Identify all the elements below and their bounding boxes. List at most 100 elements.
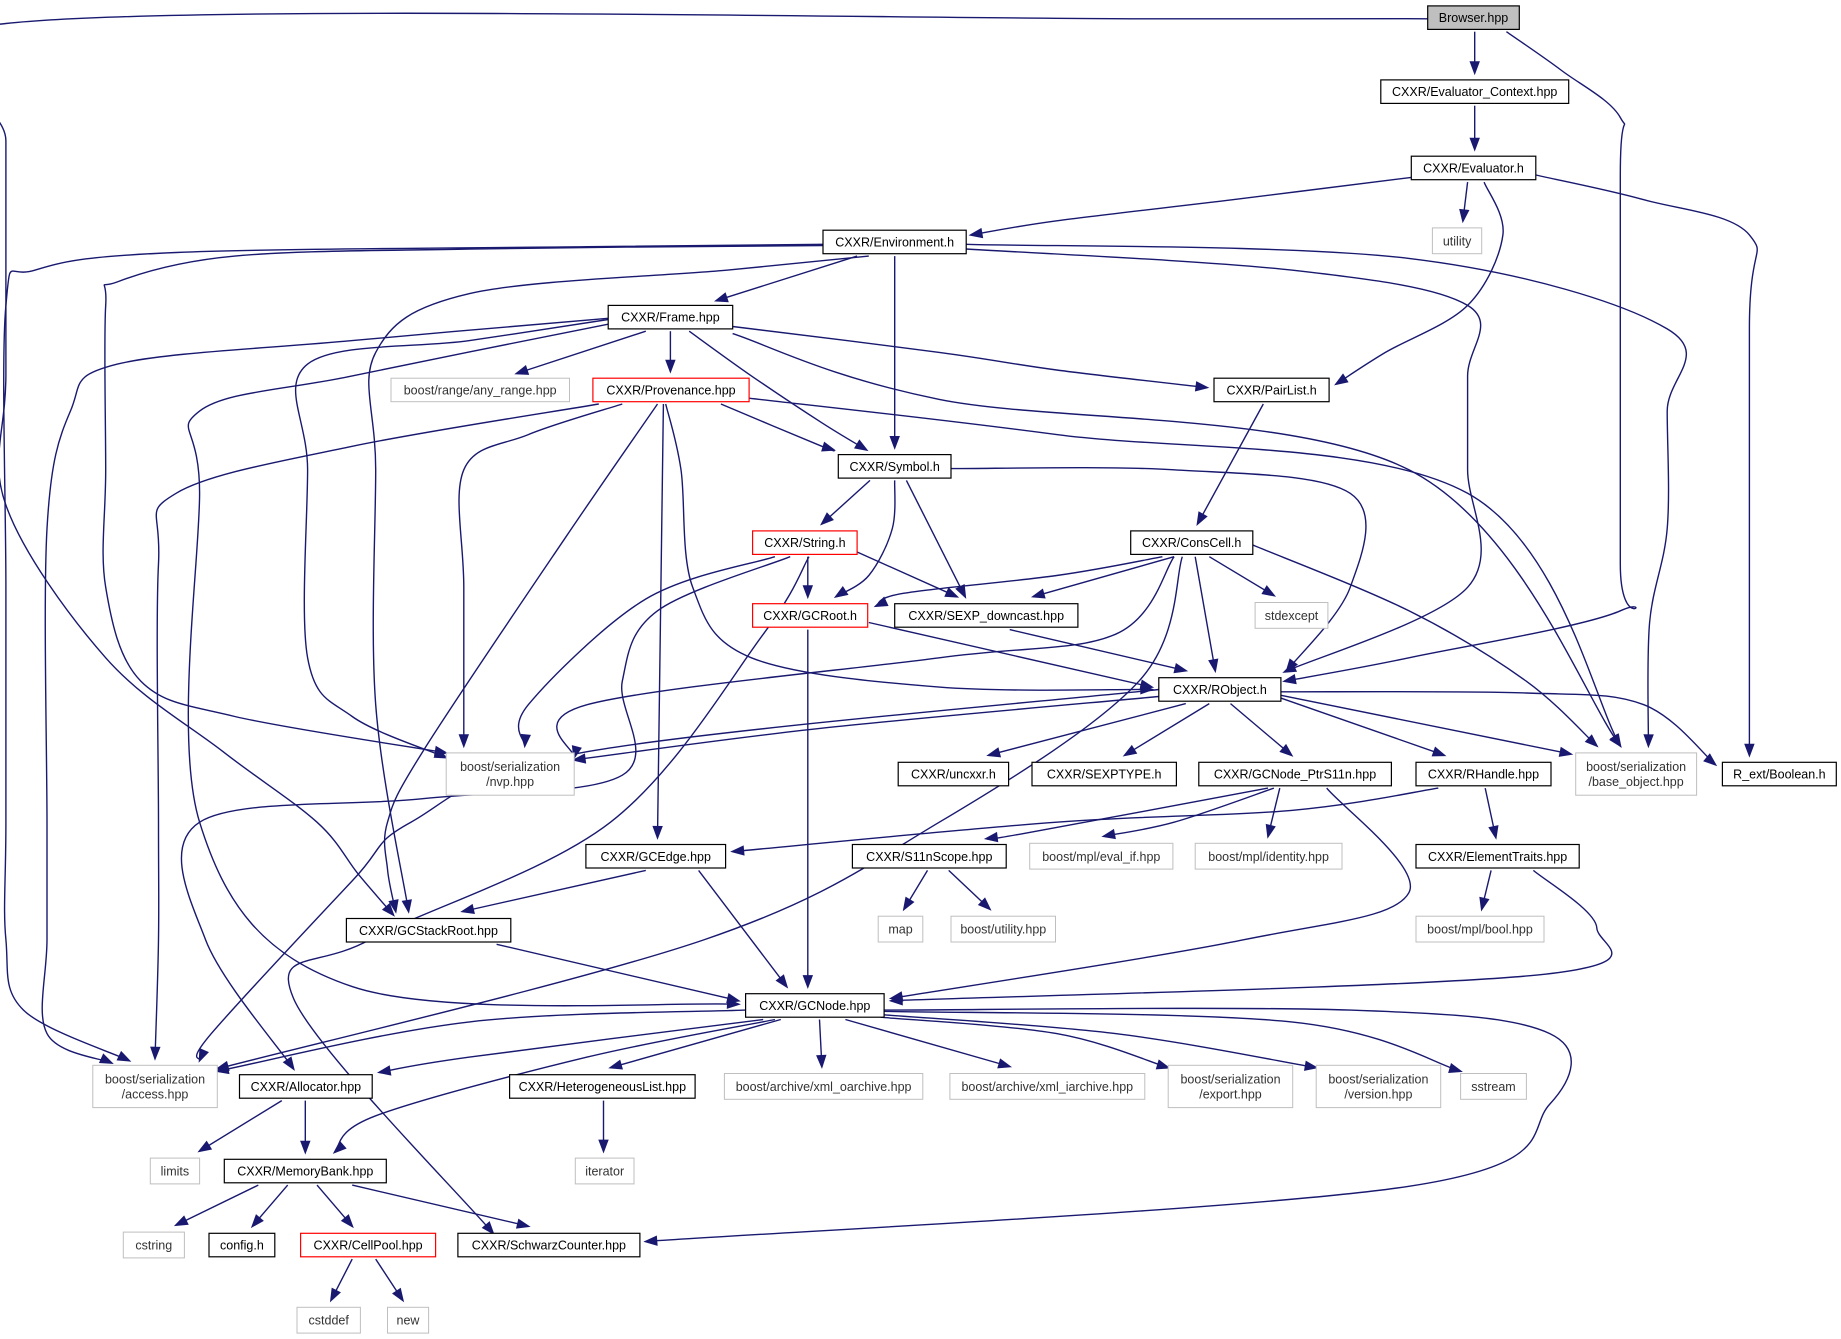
- node-pairlist[interactable]: CXXR/PairList.h: [1213, 377, 1330, 403]
- node-ptrs11n[interactable]: CXXR/GCNode_PtrS11n.hpp: [1198, 761, 1393, 787]
- node-label: CXXR/ConsCell.h: [1142, 536, 1241, 550]
- edge-line: [749, 397, 1621, 747]
- node-utility[interactable]: utility: [1431, 227, 1483, 255]
- node-s11nscope[interactable]: CXXR/S11nScope.hpp: [851, 843, 1007, 869]
- node-configh[interactable]: config.h: [208, 1232, 276, 1258]
- arrowhead: [802, 975, 814, 990]
- node-label: CXXR/SchwarzCounter.hpp: [472, 1239, 626, 1253]
- arrowhead: [433, 748, 449, 759]
- node-sexpdowncast[interactable]: CXXR/SEXP_downcast.hpp: [894, 603, 1079, 628]
- node-evalif[interactable]: boost/mpl/eval_if.hpp: [1029, 842, 1174, 870]
- node-cellpool[interactable]: CXXR/CellPool.hpp: [300, 1232, 437, 1258]
- arrowhead: [98, 1053, 114, 1064]
- arrowhead: [388, 899, 399, 914]
- node-label: CXXR/Frame.hpp: [621, 311, 720, 325]
- edge-conscell-to-baseobject: [1252, 544, 1599, 748]
- node-xmloarchive[interactable]: boost/archive/xml_oarchive.hpp: [723, 1073, 924, 1100]
- node-gcnode[interactable]: CXXR/GCNode.hpp: [744, 993, 885, 1018]
- node-memorybank[interactable]: CXXR/MemoryBank.hpp: [223, 1158, 387, 1184]
- arrowhead: [1194, 381, 1210, 392]
- node-baseobject[interactable]: boost/serialization/base_object.hpp: [1575, 752, 1698, 796]
- arrowhead: [833, 586, 849, 598]
- node-provenance[interactable]: CXXR/Provenance.hpp: [592, 377, 750, 403]
- node-mplbool[interactable]: boost/mpl/bool.hpp: [1415, 915, 1545, 943]
- node-cstring[interactable]: cstring: [122, 1231, 185, 1259]
- edge-line: [574, 695, 1159, 761]
- arrowhead: [1609, 733, 1622, 748]
- node-evaluator[interactable]: CXXR/Evaluator.h: [1410, 155, 1537, 181]
- node-label-line: boost/serialization: [105, 1073, 205, 1087]
- node-label: CXXR/SEXP_downcast.hpp: [908, 609, 1064, 623]
- node-gcstackroot[interactable]: CXXR/GCStackRoot.hpp: [345, 917, 512, 943]
- node-string[interactable]: CXXR/String.h: [751, 530, 858, 556]
- node-stdexcept[interactable]: stdexcept: [1254, 602, 1329, 629]
- arrowhead: [1139, 679, 1155, 690]
- node-anyrange[interactable]: boost/range/any_range.hpp: [390, 377, 570, 403]
- node-sstream[interactable]: sstream: [1460, 1073, 1527, 1100]
- node-version[interactable]: boost/serialization/version.hpp: [1315, 1064, 1442, 1109]
- edge-line: [154, 403, 599, 1059]
- node-hetlist[interactable]: CXXR/HeterogeneousList.hpp: [509, 1074, 696, 1099]
- arrowhead: [571, 753, 587, 764]
- arrowhead: [340, 1214, 354, 1229]
- edge-provenance-to-gcedge: [652, 403, 665, 840]
- edge-memorybank-to-schwarz: [352, 1184, 531, 1229]
- node-label-line: CXXR/GCNode.hpp: [759, 999, 870, 1013]
- node-sexptype[interactable]: CXXR/SEXPTYPE.h: [1031, 761, 1177, 787]
- edge-line: [1103, 787, 1275, 837]
- node-iterator[interactable]: iterator: [574, 1157, 635, 1185]
- node-evalctx[interactable]: CXXR/Evaluator_Context.hpp: [1380, 79, 1570, 105]
- node-schwarz[interactable]: CXXR/SchwarzCounter.hpp: [457, 1232, 641, 1258]
- edge-line: [856, 551, 958, 598]
- edge-frame-to-nvp: [294, 318, 609, 759]
- node-label-line: CXXR/Frame.hpp: [621, 311, 720, 325]
- node-elemtraits[interactable]: CXXR/ElementTraits.hpp: [1415, 843, 1580, 869]
- node-label: CXXR/String.h: [764, 536, 845, 550]
- node-environment[interactable]: CXXR/Environment.h: [822, 229, 967, 255]
- node-xmliarchive[interactable]: boost/archive/xml_iarchive.hpp: [949, 1073, 1146, 1100]
- node-gcedge[interactable]: CXXR/GCEdge.hpp: [585, 843, 727, 869]
- arrowhead: [1155, 1059, 1171, 1070]
- node-identity[interactable]: boost/mpl/identity.hpp: [1194, 842, 1343, 870]
- node-map[interactable]: map: [877, 915, 924, 943]
- edge-line: [1009, 628, 1186, 672]
- node-export[interactable]: boost/serialization/export.hpp: [1167, 1064, 1294, 1109]
- arrowhead: [1703, 753, 1718, 767]
- node-boostutility[interactable]: boost/utility.hpp: [950, 915, 1056, 943]
- node-robject[interactable]: CXXR/RObject.h: [1158, 677, 1282, 702]
- node-frame[interactable]: CXXR/Frame.hpp: [607, 304, 734, 330]
- arrowhead: [977, 897, 992, 911]
- node-gcroot[interactable]: CXXR/GCRoot.h: [751, 603, 869, 628]
- arrowhead: [1208, 658, 1219, 674]
- node-label-line: CXXR/GCEdge.hpp: [600, 850, 711, 864]
- edge-browser-to-evalctx: [1469, 31, 1480, 76]
- node-box: [300, 1232, 437, 1258]
- node-label: cstring: [135, 1239, 172, 1253]
- node-allocator[interactable]: CXXR/Allocator.hpp: [238, 1074, 373, 1099]
- node-boolean[interactable]: R_ext/Boolean.h: [1721, 761, 1837, 787]
- node-access[interactable]: boost/serialization/access.hpp: [92, 1064, 218, 1109]
- edge-browser-to-robject: [1282, 31, 1637, 685]
- node-nvp[interactable]: boost/serialization/nvp.hpp: [445, 752, 575, 796]
- edge-line: [458, 403, 623, 746]
- node-new[interactable]: new: [387, 1306, 430, 1334]
- arrowhead: [821, 441, 836, 452]
- arrowhead: [968, 227, 984, 239]
- node-symbol[interactable]: CXXR/Symbol.h: [837, 454, 952, 479]
- node-browser[interactable]: Browser.hpp: [1427, 5, 1520, 31]
- node-uncxxr[interactable]: CXXR/uncxxr.h: [897, 761, 1010, 787]
- edge-line: [868, 621, 1152, 688]
- node-label-line: boost/mpl/identity.hpp: [1208, 850, 1329, 864]
- node-rhandle[interactable]: CXXR/RHandle.hpp: [1415, 761, 1552, 787]
- edge-gcedge-to-gcnode: [698, 869, 789, 989]
- node-label: CXXR/uncxxr.h: [911, 768, 996, 782]
- node-cstddef[interactable]: cstddef: [296, 1306, 361, 1334]
- edge-evalctx-to-evaluator: [1469, 105, 1480, 152]
- node-label-line: boost/serialization: [1328, 1073, 1428, 1087]
- edge-line: [1284, 31, 1637, 682]
- node-box: [1167, 1064, 1294, 1109]
- node-limits[interactable]: limits: [149, 1157, 201, 1185]
- node-conscell[interactable]: CXXR/ConsCell.h: [1130, 530, 1254, 556]
- edge-ptrs11n-to-gcnode: [888, 787, 1412, 1002]
